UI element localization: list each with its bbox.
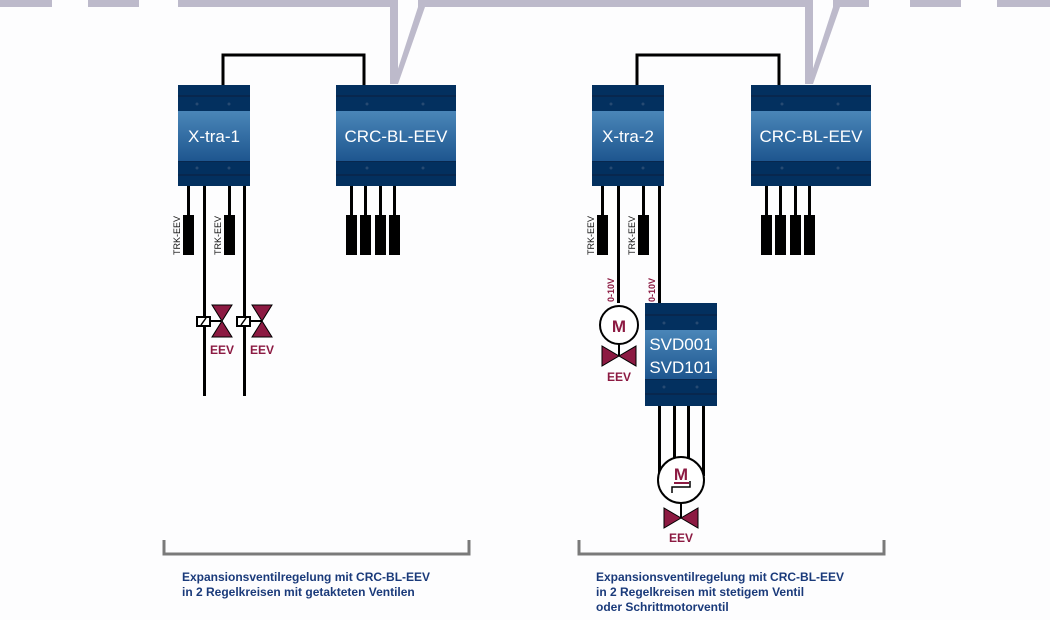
motor-valve-analog[interactable]: M EEV bbox=[599, 305, 639, 384]
valve-label: EEV bbox=[250, 343, 274, 357]
crc-outputs-right bbox=[761, 186, 815, 255]
bus-drop-left bbox=[390, 0, 398, 84]
bus-diagonal-right bbox=[808, 7, 840, 84]
stepper-motor-valve[interactable]: M EEV bbox=[657, 456, 705, 545]
bus-segment bbox=[418, 0, 806, 7]
solenoid-valve-1[interactable]: EEV bbox=[196, 304, 234, 357]
caption-line: oder Schrittmotorventil bbox=[596, 600, 729, 614]
pipe-line bbox=[203, 186, 206, 396]
connector-block bbox=[360, 215, 371, 255]
signal-wire bbox=[658, 186, 661, 303]
module-label: CRC-BL-EEV bbox=[345, 127, 449, 146]
caption-line: Expansionsventilregelung mit CRC-BL-EEV bbox=[182, 570, 431, 584]
module-label: X-tra-2 bbox=[602, 127, 654, 146]
valve-label: EEV bbox=[607, 370, 631, 384]
sensor-trk-eev bbox=[597, 215, 608, 255]
valve-icon bbox=[663, 507, 682, 529]
signal-label: 0-10V bbox=[606, 278, 616, 302]
caption-line: Expansionsventilregelung mit CRC-BL-EEV bbox=[596, 570, 845, 584]
xtra-1-wiring: TRK-EEV TRK-EEV bbox=[172, 186, 246, 396]
group-bracket bbox=[162, 540, 471, 556]
valve-label: EEV bbox=[210, 343, 234, 357]
connector-block bbox=[761, 215, 772, 255]
sensor-trk-eev bbox=[183, 215, 194, 255]
connector-block bbox=[804, 215, 815, 255]
connector-block bbox=[346, 215, 357, 255]
module-link-wire bbox=[635, 53, 781, 85]
bus-dash bbox=[88, 0, 139, 7]
caption-right: Expansionsventilregelung mit CRC-BL-EEV … bbox=[596, 570, 844, 615]
bus-dash bbox=[0, 0, 52, 7]
bus-dash bbox=[997, 0, 1050, 7]
signal-wire bbox=[617, 186, 620, 303]
bus-drop-right bbox=[805, 0, 813, 84]
caption-line: in 2 Regelkreisen mit getakteten Ventile… bbox=[182, 585, 415, 599]
motor-label: M bbox=[612, 317, 626, 336]
sensor-label: TRK-EEV bbox=[586, 216, 596, 255]
crc-outputs-left bbox=[346, 186, 400, 255]
valve-icon bbox=[601, 345, 620, 367]
module-xtra-1[interactable]: X-tra-1 bbox=[178, 85, 250, 186]
valve-icon bbox=[251, 304, 273, 322]
group-bracket bbox=[577, 540, 886, 556]
module-crc-bl-eev-left[interactable]: CRC-BL-EEV bbox=[336, 85, 456, 186]
motor-label: M bbox=[674, 465, 688, 484]
bus-segment bbox=[833, 0, 869, 7]
xtra-2-wiring: TRK-EEV TRK-EEV 0-10V 0-10V bbox=[586, 186, 661, 303]
module-xtra-2[interactable]: X-tra-2 bbox=[592, 85, 664, 186]
bus-segment bbox=[178, 0, 390, 7]
caption-left: Expansionsventilregelung mit CRC-BL-EEV … bbox=[182, 570, 430, 600]
connector-block bbox=[775, 215, 786, 255]
module-crc-bl-eev-right[interactable]: CRC-BL-EEV bbox=[751, 85, 871, 186]
connector-block bbox=[790, 215, 801, 255]
left-group: X-tra-1 CRC-BL-EEV TRK-EEV TR bbox=[162, 53, 471, 556]
sensor-trk-eev bbox=[224, 215, 235, 255]
driver-label-line-1: SVD001 bbox=[649, 335, 712, 354]
valve-icon bbox=[211, 304, 233, 322]
module-label: X-tra-1 bbox=[188, 127, 240, 146]
caption-line: in 2 Regelkreisen mit stetigem Ventil bbox=[596, 585, 805, 599]
sensor-label: TRK-EEV bbox=[627, 216, 637, 255]
valve-label: EEV bbox=[669, 531, 693, 545]
stepper-wiring bbox=[658, 406, 705, 476]
module-link-wire bbox=[221, 53, 366, 85]
module-svd-driver[interactable]: SVD001 SVD101 bbox=[645, 303, 717, 406]
sensor-label: TRK-EEV bbox=[172, 216, 182, 255]
bus-line bbox=[0, 0, 1050, 84]
connector-block bbox=[389, 215, 400, 255]
pipe-line bbox=[243, 186, 246, 396]
bus-dash bbox=[910, 0, 961, 7]
connector-block bbox=[375, 215, 386, 255]
bus-diagonal-left bbox=[393, 7, 425, 84]
right-group: X-tra-2 CRC-BL-EEV TRK-EEV TRK-EEV bbox=[577, 53, 886, 556]
sensor-trk-eev bbox=[638, 215, 649, 255]
signal-label: 0-10V bbox=[647, 278, 657, 302]
module-label: CRC-BL-EEV bbox=[760, 127, 864, 146]
driver-label-line-2: SVD101 bbox=[649, 358, 712, 377]
solenoid-valve-2[interactable]: EEV bbox=[236, 304, 274, 357]
step-symbol-icon bbox=[671, 481, 691, 493]
sensor-label: TRK-EEV bbox=[213, 216, 223, 255]
